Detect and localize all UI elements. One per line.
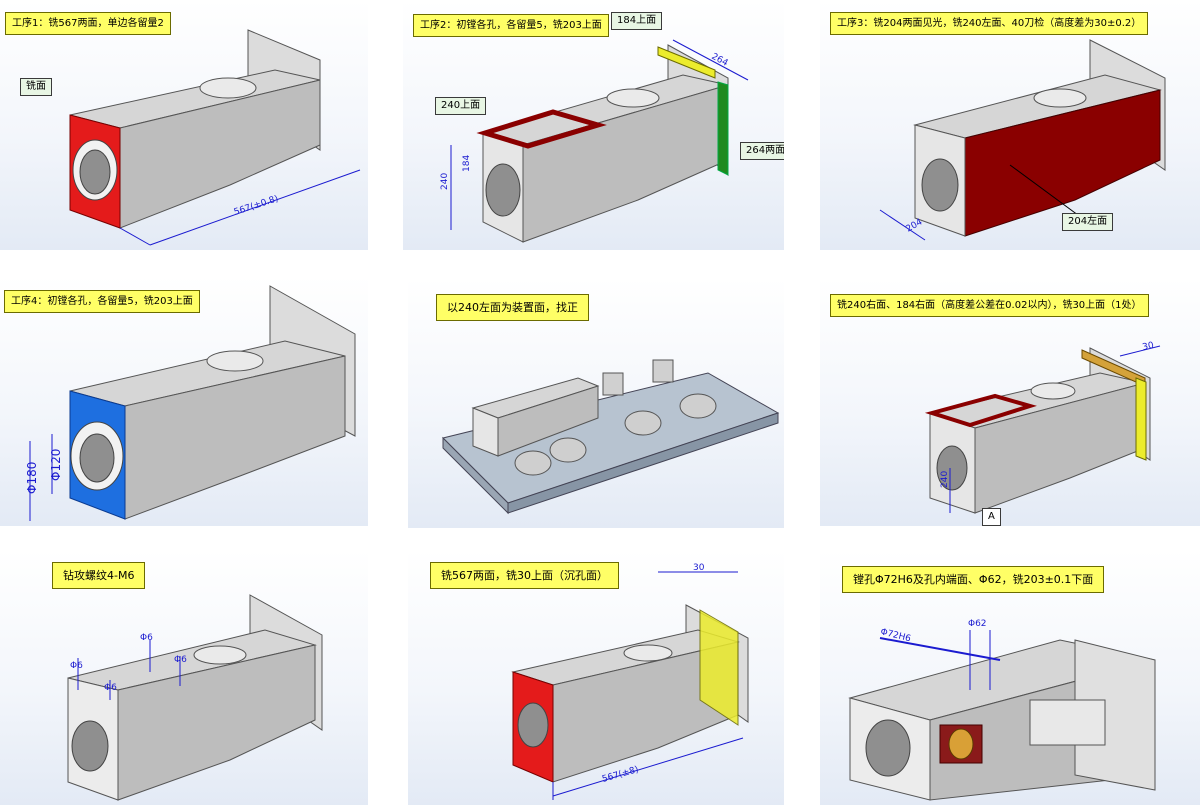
step-7-dim-phi6-c: Φ6 <box>104 683 117 693</box>
step-4-dim-phi180: Φ180 <box>25 462 39 494</box>
step-1-label-mill-face: 铣面 <box>20 78 52 96</box>
step-6-dim-30: 30 <box>1142 341 1156 353</box>
panel-step-3: 工序3：铣204两面见光，铣240左面、40刀检（高度差为30±0.2） 204… <box>820 0 1200 250</box>
part-model-6 <box>924 345 1161 514</box>
step-8-dim-567: 567(±8) <box>601 765 640 785</box>
step-2-dim-184: 184 <box>462 155 472 172</box>
step-9-dim-phi72h6: Φ72H6 <box>879 627 912 644</box>
part-model-1 <box>69 29 361 246</box>
part-model-9 <box>848 630 1156 801</box>
panel-step-2: 工序2：初镗各孔，各留量5，铣203上面 184上面 240上面 264两面 2… <box>403 0 784 250</box>
part-model-2 <box>450 39 749 243</box>
step-7-dim-phi6-b: Φ6 <box>140 633 153 643</box>
step-7-title: 钻攻螺纹4-M6 <box>52 562 146 589</box>
part-model-3 <box>879 39 1166 241</box>
step-2-label-240-top: 240上面 <box>435 97 487 115</box>
panel-step-8: 铣567两面，铣30上面（沉孔面） 30 567(±8) <box>408 550 784 805</box>
step-7-dim-phi6-a: Φ6 <box>70 661 83 671</box>
panel-step-9: 镗孔Φ72H6及孔内端面、Φ62，铣203±0.1下面 Φ72H6 Φ62 <box>820 550 1200 805</box>
step-8-title: 铣567两面，铣30上面（沉孔面） <box>430 562 619 589</box>
step-2-title: 工序2：初镗各孔，各留量5，铣203上面 <box>413 14 609 37</box>
step-6-datum-a: A <box>982 508 1001 526</box>
fixture-model <box>442 359 780 515</box>
step-6-dim-240: 240 <box>940 471 950 488</box>
panel-step-6: 铣240右面、184右面（高度差公差在0.02以内），铣30上面（1处） A 3… <box>820 278 1200 526</box>
step-2-label-264-faces: 264两面 <box>740 142 784 160</box>
step-3-label-204-left: 204左面 <box>1062 213 1114 231</box>
step-3-dim-204: 204 <box>905 217 925 234</box>
step-1-dim-length: 567(±0.8) <box>233 194 280 218</box>
step-6-title: 铣240右面、184右面（高度差公差在0.02以内），铣30上面（1处） <box>830 294 1149 317</box>
step-4-dim-phi120: Φ120 <box>49 449 63 481</box>
step-8-dim-30: 30 <box>693 563 705 573</box>
step-3-title: 工序3：铣204两面见光，铣240左面、40刀检（高度差为30±0.2） <box>830 12 1149 35</box>
step-7-dim-phi6-d: Φ6 <box>174 655 187 665</box>
part-model-4 <box>29 285 356 521</box>
step-5-title: 以240左面为装置面，找正 <box>436 294 589 321</box>
part-model-7 <box>67 594 323 801</box>
panel-step-5: 以240左面为装置面，找正 <box>408 278 784 528</box>
step-4-title: 工序4：初镗各孔，各留量5，铣203上面 <box>4 290 200 313</box>
panel-step-4: 工序4：初镗各孔，各留量5，铣203上面 Φ180 Φ120 <box>0 276 368 526</box>
panel-step-1: 工序1：铣567两面，单边各留量2 铣面 567(±0.8) <box>0 0 368 250</box>
step-9-dim-phi62: Φ62 <box>968 619 987 629</box>
step-9-title: 镗孔Φ72H6及孔内端面、Φ62，铣203±0.1下面 <box>842 566 1105 593</box>
step-2-dim-240: 240 <box>440 173 450 190</box>
step-2-dim-264: 264 <box>710 52 730 69</box>
step-1-title: 工序1：铣567两面，单边各留量2 <box>5 12 171 35</box>
part-model-8 <box>511 571 749 800</box>
step-2-label-184-top: 184上面 <box>611 12 663 30</box>
panel-step-7: 钻攻螺纹4-M6 Φ6 Φ6 Φ6 Φ6 <box>0 550 368 805</box>
